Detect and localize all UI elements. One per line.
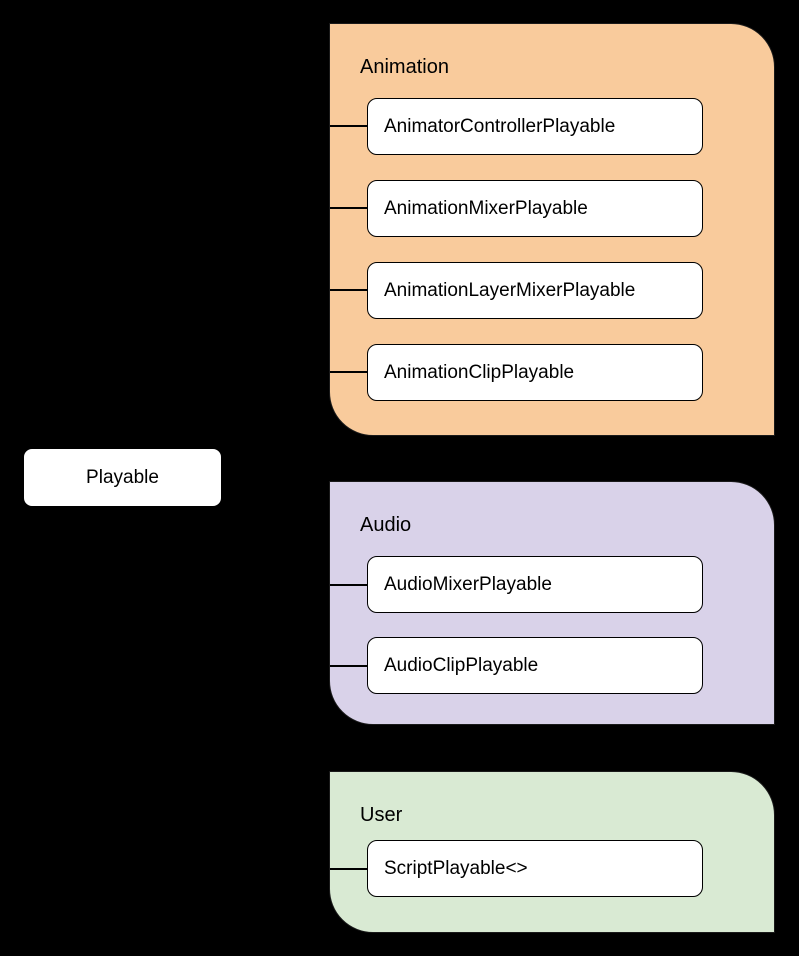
group-animation: Animation AnimatorControllerPlayable Ani… bbox=[329, 23, 775, 436]
node-playable-label: Playable bbox=[86, 466, 159, 488]
node-audio-clip-playable: AudioClipPlayable bbox=[367, 637, 703, 694]
group-animation-title: Animation bbox=[360, 56, 449, 78]
group-user: User ScriptPlayable<> bbox=[329, 771, 775, 933]
node-animation-mixer-playable: AnimationMixerPlayable bbox=[367, 180, 703, 237]
node-playable: Playable bbox=[23, 448, 222, 507]
group-user-title: User bbox=[360, 804, 403, 826]
connector-line bbox=[330, 289, 368, 291]
node-audio-mixer-playable: AudioMixerPlayable bbox=[367, 556, 703, 613]
connector-line bbox=[330, 371, 368, 373]
connector-line bbox=[330, 584, 368, 586]
group-audio-title: Audio bbox=[360, 514, 412, 536]
connector-line bbox=[330, 868, 368, 870]
connector-line bbox=[330, 665, 368, 667]
connector-line bbox=[330, 207, 368, 209]
node-animator-controller-playable: AnimatorControllerPlayable bbox=[367, 98, 703, 155]
connector-line bbox=[330, 125, 368, 127]
node-animation-clip-playable: AnimationClipPlayable bbox=[367, 344, 703, 401]
node-animation-layer-mixer-playable: AnimationLayerMixerPlayable bbox=[367, 262, 703, 319]
node-script-playable: ScriptPlayable<> bbox=[367, 840, 703, 897]
group-audio: Audio AudioMixerPlayable AudioClipPlayab… bbox=[329, 481, 775, 725]
